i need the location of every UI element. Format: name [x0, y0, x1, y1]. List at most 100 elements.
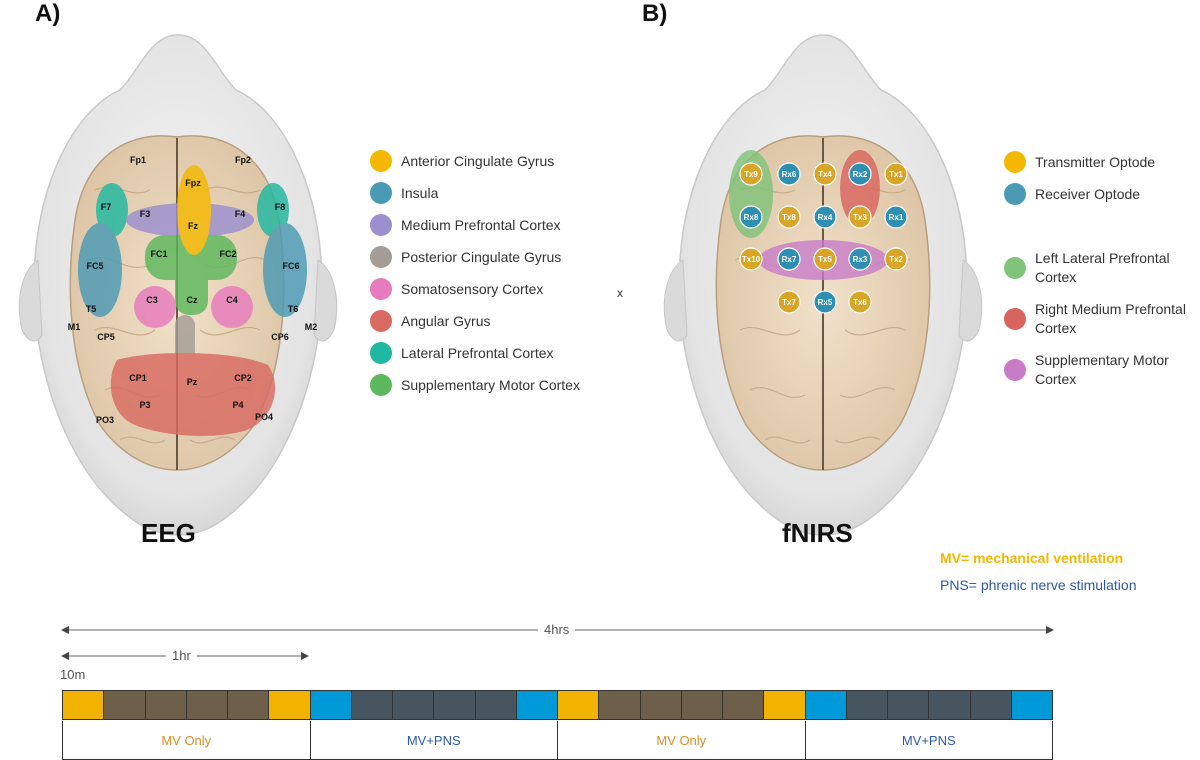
- legend-swatch: [370, 150, 392, 172]
- timeline-segment: [763, 690, 806, 720]
- fnirs-title: fNIRS: [782, 518, 853, 548]
- electrode-cp1: CP1: [129, 373, 147, 383]
- legend-label-line: Anterior Cingulate Gyrus: [401, 152, 555, 169]
- legend-label: Angular Gyrus: [401, 312, 490, 331]
- timeline-segment: [515, 690, 558, 720]
- legend-label: Insula: [401, 184, 438, 203]
- stray-mark: x: [617, 286, 623, 300]
- optode-tx3: Tx3: [848, 205, 872, 229]
- legend-swatch: [370, 246, 392, 268]
- electrode-fc5: FC5: [86, 261, 103, 271]
- timeline-segment: [680, 690, 723, 720]
- optode-label: Tx5: [818, 255, 832, 264]
- region-lateral-prefrontal-right: [257, 183, 289, 237]
- timeline-segment: [185, 690, 228, 720]
- optode-rx3: Rx3: [848, 247, 872, 271]
- electrode-f4: F4: [235, 209, 246, 219]
- optode-marker: [848, 290, 872, 314]
- legend-label: Transmitter Optode: [1035, 153, 1155, 172]
- optode-label: Rx1: [889, 213, 904, 222]
- electrode-t5: T5: [86, 304, 97, 314]
- timeline-segment: [969, 690, 1012, 720]
- optode-rx4: Rx4: [813, 205, 837, 229]
- eeg-legend-item: Insula: [370, 182, 580, 204]
- legend-label: Posterior Cingulate Gyrus: [401, 248, 561, 267]
- legend-label-line: Left Lateral Prefrontal: [1035, 250, 1170, 266]
- optode-label: Tx10: [742, 255, 761, 264]
- electrode-pz: Pz: [187, 377, 198, 387]
- legend-label-line: Posterior Cingulate Gyrus: [401, 248, 562, 265]
- optode-label: Rx7: [782, 255, 797, 264]
- electrode-po3: PO3: [96, 415, 114, 425]
- electrode-f8: F8: [275, 202, 286, 212]
- legend-label-line: Medium Prefrontal Cortex: [401, 216, 561, 233]
- optode-label: Tx4: [818, 170, 832, 179]
- region-lateral-prefrontal-left: [96, 183, 128, 237]
- hour-duration-label: 1hr: [166, 648, 197, 663]
- legend-label: Medium Prefrontal Cortex: [401, 216, 561, 235]
- segment-duration-label: 10m: [60, 667, 86, 682]
- pns-abbreviation: PNS= phrenic nerve stimulation: [940, 577, 1137, 593]
- eeg-regions: [78, 165, 307, 436]
- electrode-f7: F7: [101, 202, 112, 212]
- condition-block: MV+PNS: [309, 721, 558, 760]
- optode-tx7: Tx7: [777, 290, 801, 314]
- electrode-fz: Fz: [188, 221, 198, 231]
- legend-swatch: [1004, 183, 1026, 205]
- electrode-p3: P3: [139, 400, 150, 410]
- optode-tx6: Tx6: [848, 290, 872, 314]
- fnirs-optode-legend-item: Transmitter Optode: [1004, 151, 1155, 173]
- electrode-cz: Cz: [187, 295, 198, 305]
- optode-rx1: Rx1: [884, 205, 908, 229]
- region-angular-gyrus: [110, 353, 276, 436]
- legend-swatch: [370, 342, 392, 364]
- electrode-fp1: Fp1: [130, 155, 146, 165]
- optode-label: Tx6: [853, 298, 867, 307]
- region-somatosensory-right: [211, 286, 253, 328]
- legend-swatch: [370, 310, 392, 332]
- timeline-segment: [474, 690, 517, 720]
- fnirs-head-diagram: Tx1Tx2Tx3Tx4Tx5Tx6Tx7Tx8Tx9Tx10Rx1Rx2Rx3…: [663, 34, 983, 536]
- optode-marker: [777, 247, 801, 271]
- timeline-segment: [144, 690, 187, 720]
- legend-label-line: Cortex: [1035, 320, 1077, 336]
- optode-tx10: Tx10: [739, 247, 763, 271]
- electrode-f3: F3: [140, 209, 151, 219]
- legend-label-line: Supplementary Motor: [1035, 352, 1169, 368]
- optode-marker: [884, 162, 908, 186]
- timeline-segment: [227, 690, 270, 720]
- optode-tx1: Tx1: [884, 162, 908, 186]
- electrode-fpz: Fpz: [185, 178, 201, 188]
- electrode-cp5: CP5: [97, 332, 115, 342]
- legend-label-line: Transmitter Optode: [1035, 153, 1156, 170]
- legend-label-line: Supplementary Motor Cortex: [401, 376, 580, 393]
- timeline-segment: [845, 690, 888, 720]
- optode-marker: [739, 162, 763, 186]
- timeline-segment: [268, 690, 311, 720]
- optode-tx9: Tx9: [739, 162, 763, 186]
- region-insula-left: [78, 223, 122, 317]
- legend-label-line: Insula: [401, 184, 439, 201]
- eeg-legend-item: Medium Prefrontal Cortex: [370, 214, 580, 236]
- legend-label-line: Angular Gyrus: [401, 312, 491, 329]
- optode-marker: [739, 247, 763, 271]
- fnirs-optode-legend-item: Receiver Optode: [1004, 183, 1155, 205]
- eeg-legend-item: Posterior Cingulate Gyrus: [370, 246, 580, 268]
- optode-marker: [848, 205, 872, 229]
- electrode-fc2: FC2: [219, 249, 236, 259]
- panel-b-label: B): [642, 0, 668, 27]
- legend-label-line: Somatosensory Cortex: [401, 280, 544, 297]
- legend-label: Supplementary Motor Cortex: [401, 376, 580, 395]
- optode-label: Rx8: [744, 213, 759, 222]
- optode-label: Tx2: [889, 255, 903, 264]
- optode-label: Rx3: [853, 255, 868, 264]
- electrode-m2: M2: [305, 322, 318, 332]
- optode-marker: [848, 162, 872, 186]
- legend-label: Somatosensory Cortex: [401, 280, 543, 299]
- optode-tx4: Tx4: [813, 162, 837, 186]
